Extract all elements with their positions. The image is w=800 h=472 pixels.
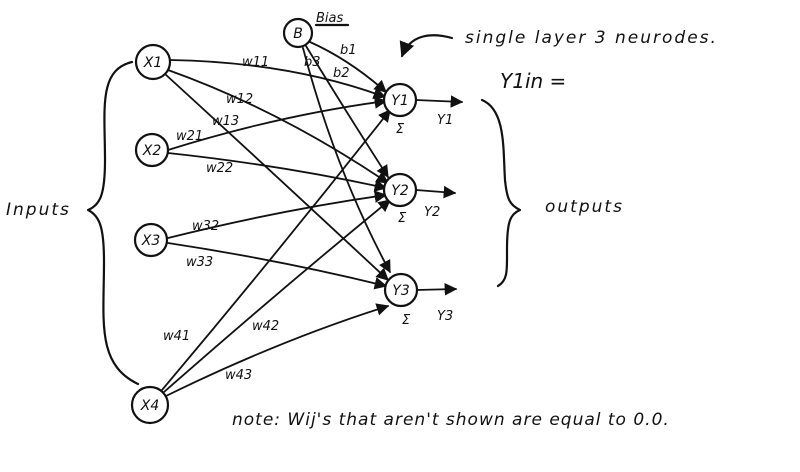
output-node-y3 <box>383 272 419 308</box>
weight-w13-label: w13 <box>212 114 239 129</box>
outputs-brace <box>480 98 522 288</box>
edge-x3-y3 <box>167 242 388 290</box>
output-arrow-y1 <box>415 95 464 108</box>
outputs-label: outputs <box>545 197 624 217</box>
edge-x2-y1 <box>167 96 388 151</box>
edge-bias-y1 <box>309 41 387 93</box>
bias-heading: Bias <box>316 11 343 26</box>
weight-w41-label: w41 <box>163 329 190 344</box>
input-node-x4 <box>130 385 170 425</box>
inputs-brace <box>86 60 140 386</box>
x2-label: X2 <box>142 143 162 159</box>
input-node-x2 <box>134 132 170 168</box>
edge-x2-y2 <box>167 152 388 192</box>
bias-b1-label: b1 <box>340 43 357 58</box>
edge-x1-y2 <box>167 69 390 184</box>
output-y2-label: Y2 <box>424 205 440 220</box>
weight-w43-label: w43 <box>225 368 252 383</box>
y1-in-equation: Y1in = <box>500 69 566 93</box>
weight-w33-label: w33 <box>186 255 213 270</box>
output-y3-label: Y3 <box>437 309 453 324</box>
bias-b2-label: b2 <box>333 66 350 81</box>
bias-b3-label: b3 <box>304 55 321 70</box>
edge-bias-y3 <box>302 47 391 274</box>
output-node-y1 <box>382 82 418 118</box>
edge-x4-y1 <box>161 109 391 391</box>
edge-x4-y3 <box>165 303 390 397</box>
weight-w32-label: w32 <box>192 219 219 234</box>
edges <box>161 41 464 397</box>
y2-node-label: Y2 <box>391 183 409 199</box>
summation-symbols: Σ Σ Σ <box>396 122 411 328</box>
single-layer-caption: single layer 3 neurodes. <box>465 28 718 48</box>
edge-x1-y3 <box>164 73 389 281</box>
y1-node-label: Y1 <box>391 93 408 109</box>
edge-x1-y1 <box>169 59 387 99</box>
weight-w42-label: w42 <box>252 319 279 334</box>
edge-x3-y2 <box>167 190 388 239</box>
sum-symbol-y1: Σ <box>396 122 405 137</box>
note-text: note: Wij's that aren't shown are equal … <box>232 410 670 430</box>
decorations <box>86 23 522 386</box>
output-arrow-y2 <box>415 185 457 199</box>
x4-label: X4 <box>140 398 160 414</box>
input-node-x3 <box>133 222 169 258</box>
nodes <box>130 17 419 425</box>
x1-label: X1 <box>143 55 163 71</box>
output-arrow-y3 <box>415 282 458 296</box>
sum-symbol-y2: Σ <box>398 211 407 226</box>
weight-w21-label: w21 <box>176 129 203 144</box>
inputs-label: Inputs <box>6 200 71 220</box>
weight-w11-label: w11 <box>242 55 269 70</box>
bias-node-label: B <box>293 26 303 42</box>
weight-w22-label: w22 <box>206 161 233 176</box>
x3-label: X3 <box>141 233 161 249</box>
edge-labels: w11 w12 w13 w21 w22 w32 w33 w41 w42 w43 … <box>163 11 357 383</box>
input-node-x1 <box>134 43 172 81</box>
edge-bias-y2 <box>305 45 389 179</box>
weight-w12-label: w12 <box>226 92 253 107</box>
bias-node <box>282 17 314 49</box>
node-labels: X1 X2 X3 X4 B Y1 Y2 Y3 <box>140 26 410 414</box>
y3-node-label: Y3 <box>392 283 409 299</box>
output-labels: Y1 Y2 Y3 <box>424 113 453 324</box>
output-node-y2 <box>382 172 418 208</box>
edge-x4-y2 <box>163 199 391 393</box>
single-layer-pointer-arrow <box>399 34 454 58</box>
annotations: single layer 3 neurodes. Y1in = Inputs o… <box>6 28 718 430</box>
sum-symbol-y3: Σ <box>402 313 411 328</box>
output-y1-label: Y1 <box>437 113 453 128</box>
